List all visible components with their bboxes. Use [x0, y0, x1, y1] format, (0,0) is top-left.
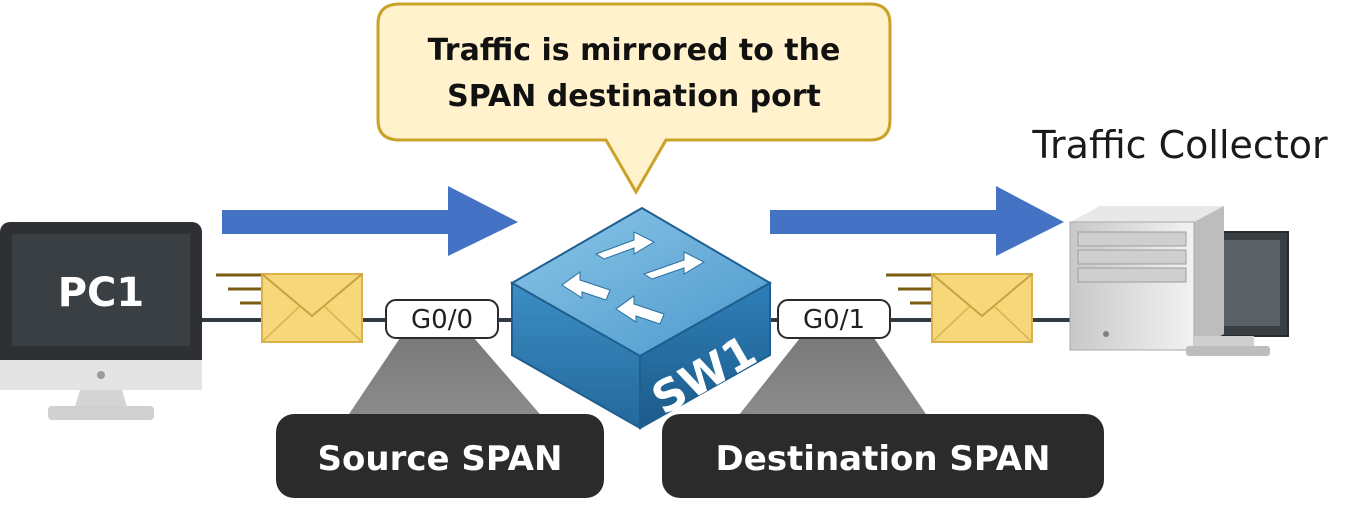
callout-line2: SPAN destination port	[447, 79, 821, 114]
source-span-label: Source SPAN	[318, 439, 563, 479]
collector-server-tower-icon[interactable]: Traffic Collector	[1031, 123, 1328, 356]
destination-port-cone	[735, 338, 930, 420]
source-port-label: G0/0	[411, 305, 473, 335]
destination-span-label: Destination SPAN	[716, 439, 1051, 479]
frame-right-envelope-icon	[886, 273, 1033, 343]
destination-port-badge: G0/1	[777, 299, 891, 339]
callout-bubble: Traffic is mirrored to the SPAN destinat…	[376, 2, 892, 196]
flow-arrow-right-icon	[770, 186, 1064, 256]
source-span-label-box: Source SPAN	[276, 414, 604, 498]
frame-left-envelope-icon	[216, 273, 363, 343]
sw1-switch-icon[interactable]: SW1	[509, 206, 773, 430]
pc1-monitor-icon[interactable]: PC1	[0, 222, 202, 420]
flow-arrow-left-icon	[222, 186, 518, 256]
pc1-label: PC1	[58, 270, 145, 316]
destination-span-label-box: Destination SPAN	[662, 414, 1104, 498]
destination-port-label: G0/1	[803, 305, 865, 335]
source-port-cone	[345, 338, 545, 420]
callout-line1: Traffic is mirrored to the	[428, 33, 841, 68]
collector-label: Traffic Collector	[1031, 123, 1328, 167]
source-port-badge: G0/0	[385, 299, 499, 339]
